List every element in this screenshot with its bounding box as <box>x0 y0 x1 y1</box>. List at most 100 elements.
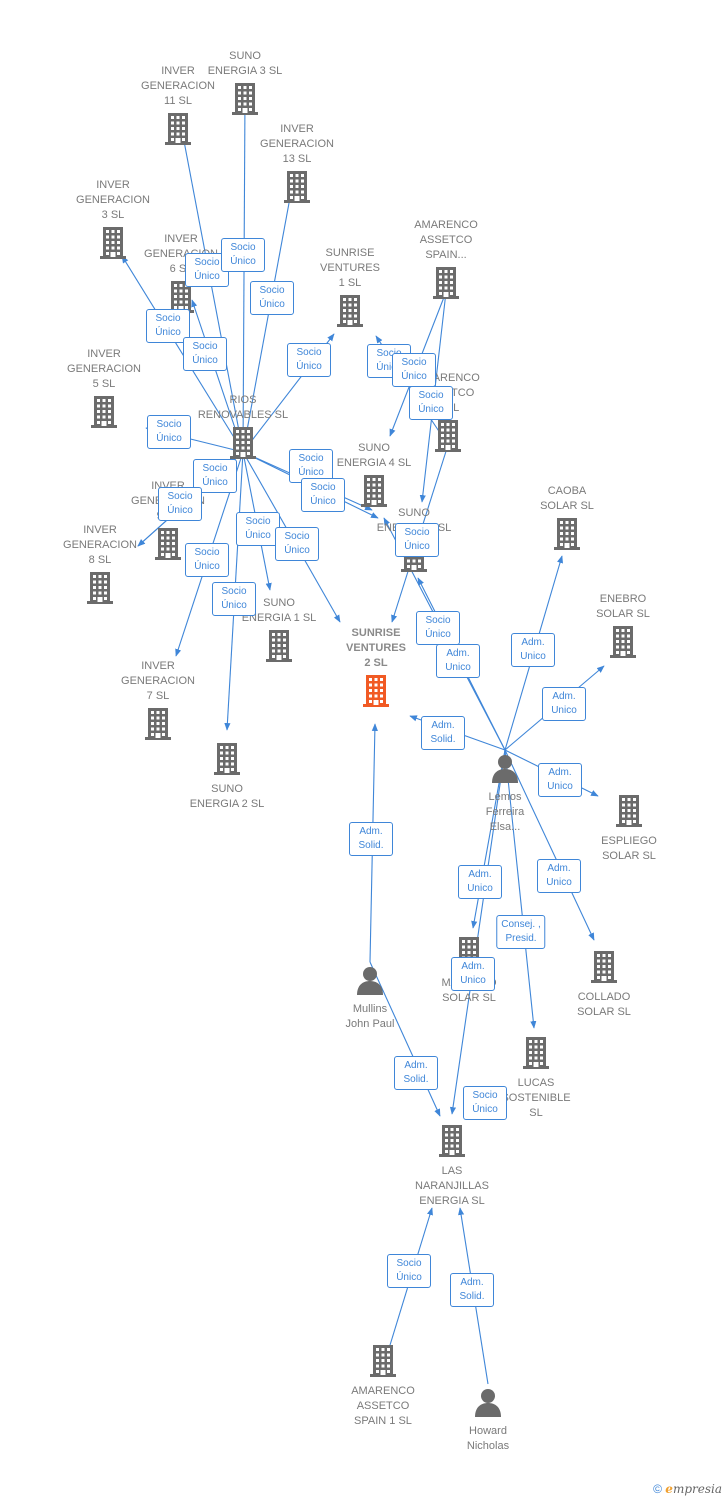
person-node-mullins[interactable]: Mullins John Paul <box>315 963 425 1032</box>
company-node-sunrise1[interactable]: SUNRISE VENTURES 1 SL <box>295 246 405 334</box>
edge-role-tag[interactable]: Socio Único <box>147 415 191 449</box>
building-icon <box>321 673 431 712</box>
edge-amarenco1-to-naranjillas <box>382 1207 433 1369</box>
edge-role-tag[interactable]: Adm. Unico <box>511 633 555 667</box>
company-node-suno4[interactable]: SUNO ENERGIA 4 SL <box>319 441 429 514</box>
company-node-naranjillas[interactable]: LAS NARANJILLAS ENERGIA SL <box>397 1121 507 1209</box>
node-label: SUNO ENERGIA 4 SL <box>336 442 412 469</box>
person-icon <box>433 1387 543 1422</box>
edge-mullins-to-naranjillas <box>369 961 441 1117</box>
node-label: INVER GENERACION 11 SL <box>141 65 215 107</box>
node-label: ENEBRO SOLAR SL <box>596 593 650 620</box>
person-node-lemos[interactable]: Lemos Ferreira Elsa... <box>450 751 560 835</box>
building-icon <box>123 111 233 150</box>
node-label: RIOS RENOVABLES SL <box>197 394 289 421</box>
edge-role-tag[interactable]: Adm. Solid. <box>394 1056 438 1090</box>
company-node-amarenco[interactable]: AMARENCO ASSETCO SPAIN... <box>391 218 501 306</box>
edge-role-tag[interactable]: Socio Único <box>387 1254 431 1288</box>
edge-role-tag[interactable]: Adm. Unico <box>436 644 480 678</box>
node-label: AMARENCO ASSETCO SPAIN... <box>414 219 478 261</box>
footer-brand: © empresia <box>653 1482 722 1496</box>
edge-role-tag[interactable]: Adm. Solid. <box>421 716 465 750</box>
company-node-inver7[interactable]: INVER GENERACION 7 SL <box>103 659 213 747</box>
building-icon <box>397 1123 507 1162</box>
company-node-suno3[interactable]: SUNO ENERGIA 3 SL <box>190 49 300 122</box>
edge-role-tag[interactable]: Socio Único <box>392 353 436 387</box>
building-icon <box>391 265 501 304</box>
building-icon <box>242 169 352 208</box>
edge-role-tag[interactable]: Socio Único <box>185 543 229 577</box>
company-node-caoba[interactable]: CAOBA SOLAR SL <box>512 484 622 557</box>
building-icon <box>481 1035 591 1074</box>
node-label: SUNRISE VENTURES 1 SL <box>320 247 380 289</box>
edge-role-tag[interactable]: Socio Único <box>289 449 333 483</box>
node-label: INVER GENERACION 5 SL <box>67 348 141 390</box>
edge-role-tag[interactable]: Socio Único <box>221 238 265 272</box>
company-node-inver11[interactable]: INVER GENERACION 11 SL <box>123 64 233 152</box>
node-label: SUNO ENERGIA 1 SL <box>241 597 317 624</box>
edge-role-tag[interactable]: Adm. Solid. <box>349 822 393 856</box>
edge-lemos-to-lucas <box>504 749 537 1029</box>
company-node-inver8[interactable]: INVER GENERACION 8 SL <box>45 523 155 611</box>
company-node-inver3[interactable]: INVER GENERACION 3 SL <box>58 178 168 266</box>
edge-role-tag[interactable]: Socio Único <box>463 1086 507 1120</box>
node-label: SUNO ENERGIA 3 SL <box>207 50 283 77</box>
edge-role-tag[interactable]: Adm. Solid. <box>450 1273 494 1307</box>
building-icon <box>574 793 684 832</box>
company-node-sunrise2[interactable]: SUNRISE VENTURES 2 SL <box>321 626 431 714</box>
edge-role-tag[interactable]: Adm. Unico <box>538 763 582 797</box>
edge-role-tag[interactable]: Socio Único <box>275 527 319 561</box>
node-label: LUCAS SOSTENIBLE SL <box>501 1077 571 1119</box>
edge-rios-to-inver3 <box>121 255 244 453</box>
company-node-suno2[interactable]: SUNO ENERGIA 2 SL <box>172 739 282 812</box>
copyright-symbol: © <box>653 1482 662 1496</box>
edge-rios-to-suno3 <box>241 95 249 453</box>
node-label: Howard Nicholas <box>466 1425 510 1452</box>
building-icon <box>512 516 622 555</box>
person-node-howard[interactable]: Howard Nicholas <box>433 1385 543 1454</box>
node-label: ESPLIEGO SOLAR SL <box>601 835 657 862</box>
person-icon <box>450 753 560 788</box>
edge-role-tag[interactable]: Consej. , Presid. <box>496 915 546 949</box>
building-icon <box>549 949 659 988</box>
edge-role-tag[interactable]: Socio Único <box>416 611 460 645</box>
building-icon <box>224 628 334 667</box>
building-icon <box>58 225 168 264</box>
company-node-amarenco1[interactable]: AMARENCO ASSETCO SPAIN 1 SL <box>328 1341 438 1429</box>
edge-role-tag[interactable]: Socio Único <box>212 582 256 616</box>
edge-role-tag[interactable]: Socio Único <box>146 309 190 343</box>
edge-role-tag[interactable]: Socio Único <box>395 523 439 557</box>
edge-role-tag[interactable]: Adm. Unico <box>451 957 495 991</box>
edge-role-tag[interactable]: Adm. Unico <box>537 859 581 893</box>
building-icon <box>113 526 223 565</box>
node-label: INVER GENERACION 8 SL <box>63 524 137 566</box>
node-label: COLLADO SOLAR SL <box>577 991 631 1018</box>
edge-role-tag[interactable]: Socio Único <box>287 343 331 377</box>
edge-role-tag[interactable]: Adm. Unico <box>542 687 586 721</box>
company-node-inver13[interactable]: INVER GENERACION 13 SL <box>242 122 352 210</box>
edge-role-tag[interactable]: Socio Único <box>250 281 294 315</box>
company-node-espliego[interactable]: ESPLIEGO SOLAR SL <box>574 791 684 864</box>
node-label: AMARENCO ASSETCO SPAIN 1 SL <box>351 1385 415 1427</box>
building-icon <box>568 624 678 663</box>
edge-lemos-to-collado <box>504 749 595 941</box>
node-label: SUNO ENERGIA 2 SL <box>189 783 265 810</box>
edge-role-tag[interactable]: Socio Único <box>236 512 280 546</box>
edge-role-tag[interactable]: Socio Único <box>158 487 202 521</box>
edge-role-tag[interactable]: Socio Único <box>183 337 227 371</box>
company-node-rios[interactable]: RIOS RENOVABLES SL <box>188 393 298 466</box>
building-icon <box>188 425 298 464</box>
building-icon <box>393 418 503 457</box>
company-node-suno1[interactable]: SUNO ENERGIA 1 SL <box>224 596 334 669</box>
company-node-inver5[interactable]: INVER GENERACION 5 SL <box>49 347 159 435</box>
building-icon <box>49 394 159 433</box>
node-label: INVER GENERACION 7 SL <box>121 660 195 702</box>
building-icon <box>295 293 405 332</box>
edge-role-tag[interactable]: Socio Único <box>301 478 345 512</box>
company-node-lucas[interactable]: LUCAS SOSTENIBLE SL <box>481 1033 591 1121</box>
company-node-enebro[interactable]: ENEBRO SOLAR SL <box>568 592 678 665</box>
company-node-collado[interactable]: COLLADO SOLAR SL <box>549 947 659 1020</box>
edge-role-tag[interactable]: Socio Único <box>409 386 453 420</box>
edge-role-tag[interactable]: Adm. Unico <box>458 865 502 899</box>
building-icon <box>103 706 213 745</box>
